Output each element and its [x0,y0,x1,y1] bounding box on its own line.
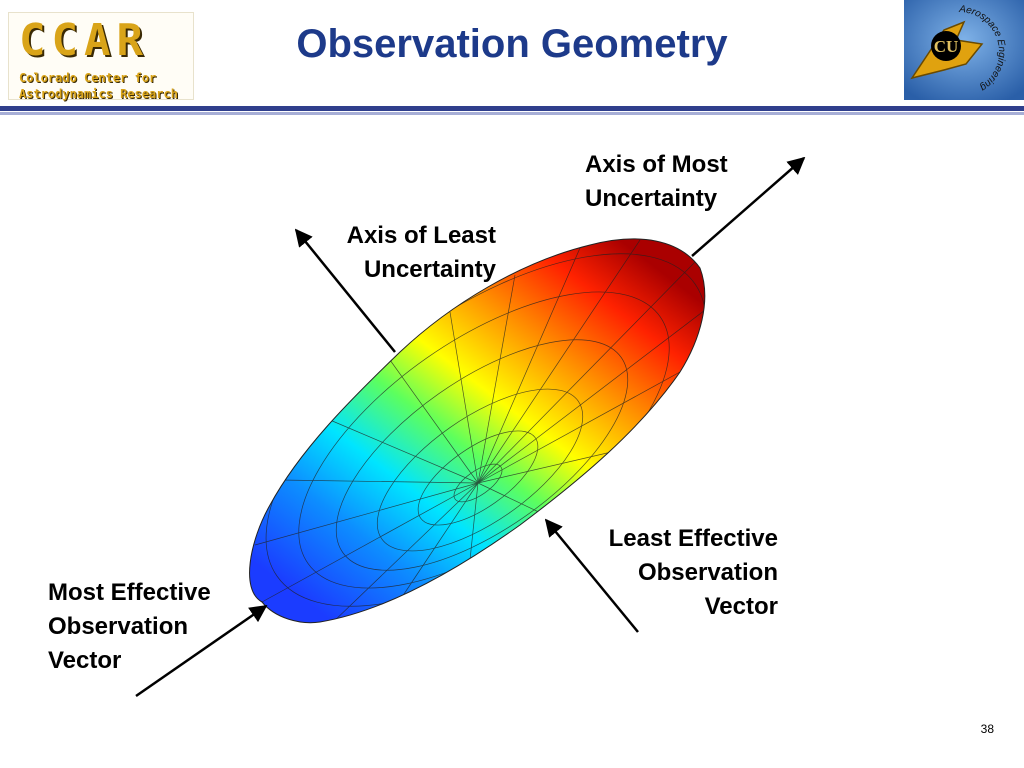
axis-least-uncertainty-arrow [294,228,396,353]
label-axis-least-uncertainty: Axis of Least Uncertainty [300,219,496,287]
ccar-logo-text: CCAR [19,15,149,66]
label-line: Vector [48,647,122,674]
label-least-effective-vector: Least Effective Observation Vector [560,522,778,624]
axis-most-uncertainty-arrow [691,156,806,257]
label-line: Uncertainty [585,185,718,212]
ellipsoid-mesh [254,239,705,623]
label-line: Uncertainty [363,256,496,283]
label-most-effective-vector: Most Effective Observation Vector [48,576,211,678]
header-rule [0,106,1024,111]
page-title: Observation Geometry [296,22,728,66]
label-line: Observation [48,613,189,640]
most-effective-observation-arrow [135,604,268,698]
label-axis-most-uncertainty: Axis of Most Uncertainty [585,148,728,216]
label-line: Observation [637,559,778,586]
ccar-logo-line1: Colorado Center for [19,71,157,85]
label-line: Most Effective [48,579,211,606]
label-line: Axis of Least [346,222,496,249]
ccar-logo-line2: Astrodynamics Research [19,87,178,101]
uncertainty-ellipsoid [249,238,706,624]
header-rule-accent [0,112,1024,115]
label-line: Least Effective [608,525,778,552]
label-line: Vector [704,593,778,620]
cu-aerospace-logo: CU Aerospace Engineering [904,0,1024,100]
page-number: 38 [980,722,994,736]
label-line: Axis of Most [585,151,728,178]
cu-monogram: CU [934,37,959,56]
cu-badge [931,31,961,61]
ccar-logo: CCAR Colorado Center for Astrodynamics R… [8,12,194,101]
least-effective-observation-arrow [544,518,639,633]
